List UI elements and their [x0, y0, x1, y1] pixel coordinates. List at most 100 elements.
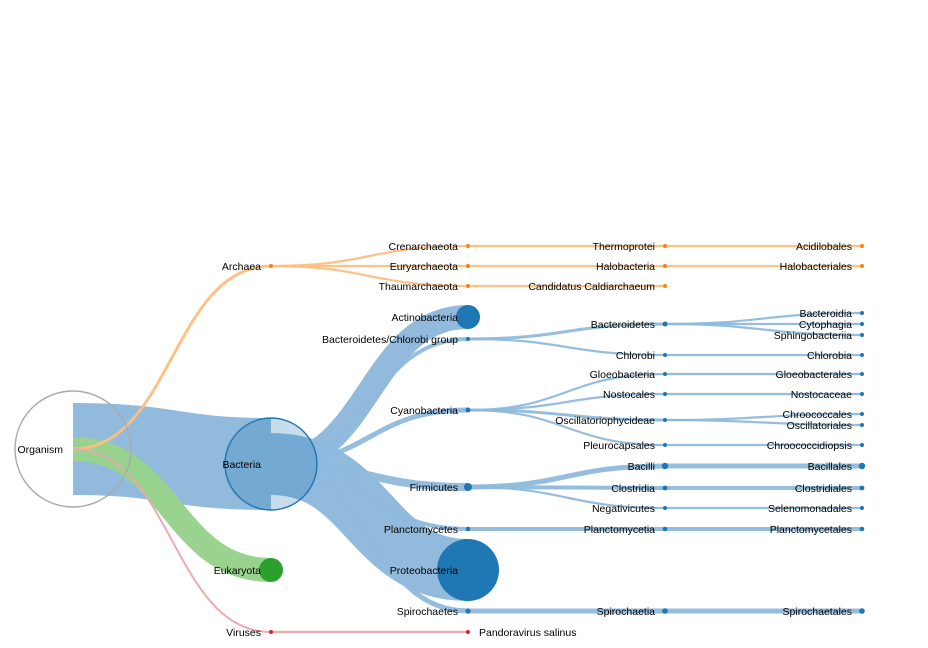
node-actinobacteria[interactable]	[456, 305, 480, 329]
label-cytophagia: Cytophagia	[799, 319, 852, 331]
label-pleurocapsales: Pleurocapsales	[583, 440, 655, 452]
label-halobacteria: Halobacteria	[596, 261, 655, 273]
label-gloeobacterales: Gloeobacterales	[776, 369, 852, 381]
label-bacteria: Bacteria	[222, 459, 261, 471]
label-acidilobales: Acidilobales	[796, 241, 852, 253]
link-sphingobacteriia	[664, 322, 863, 337]
node-nostocaceae[interactable]	[860, 392, 864, 396]
node-bacteroidetes[interactable]	[662, 321, 668, 327]
node-bacteroidia[interactable]	[860, 311, 864, 315]
tree-nodes	[14, 244, 866, 634]
node-thaumarchaeota[interactable]	[466, 284, 470, 288]
node-cytophagia[interactable]	[860, 322, 864, 326]
label-firmicutes: Firmicutes	[410, 482, 458, 494]
label-viruses: Viruses	[226, 627, 261, 639]
node-chlorobia[interactable]	[860, 353, 864, 357]
label-spirochaetia: Spirochaetia	[597, 606, 656, 618]
node-viruses[interactable]	[269, 630, 273, 634]
node-cyanobacteria[interactable]	[465, 407, 471, 413]
node-bacilli[interactable]	[661, 462, 669, 470]
label-planctomycetes: Planctomycetes	[384, 524, 458, 536]
label-chlorobia: Chlorobia	[807, 350, 852, 362]
node-halobacteriales[interactable]	[860, 264, 864, 268]
label-oscillatoriales: Oscillatoriales	[787, 420, 852, 432]
link-nostocales	[467, 392, 666, 412]
label-halobacteriales: Halobacteriales	[780, 261, 852, 273]
node-oscillatoriophycideae[interactable]	[663, 418, 667, 422]
node-sphingobacteriia[interactable]	[860, 333, 864, 337]
label-bacteroidetes: Bacteroidetes	[591, 319, 655, 331]
label-spirochaetales: Spirochaetales	[783, 606, 852, 618]
node-bacteria[interactable]	[224, 417, 318, 511]
label-gloeobacteria: Gloeobacteria	[590, 369, 656, 381]
node-planctomycetia[interactable]	[662, 526, 668, 532]
node-organism[interactable]	[14, 390, 132, 508]
tree-labels: Organism Archaea Crenarchaeota Thermoprotei…	[17, 241, 852, 639]
link-oscillatoriales	[664, 418, 863, 427]
label-archaea: Archaea	[222, 261, 261, 273]
label-planctomycetales: Planctomycetales	[770, 524, 852, 536]
node-chroococcales[interactable]	[860, 412, 864, 416]
label-bacilli: Bacilli	[628, 461, 655, 473]
node-bacteroidetes-chlorobi-group[interactable]	[466, 337, 470, 341]
label-bacillales: Bacillales	[808, 461, 852, 473]
label-spirochaetes: Spirochaetes	[397, 606, 458, 618]
node-eukaryota[interactable]	[259, 558, 283, 582]
label-organism: Organism	[17, 444, 63, 456]
node-pleurocapsales[interactable]	[663, 443, 667, 447]
node-halobacteria[interactable]	[663, 264, 667, 268]
tree-links	[72, 244, 863, 634]
link-archaea	[72, 264, 272, 451]
node-negativicutes[interactable]	[663, 506, 667, 510]
link-spirochaetes	[270, 461, 469, 614]
node-spirochaetia[interactable]	[662, 608, 668, 614]
label-crenarchaeota: Crenarchaeota	[389, 241, 459, 253]
node-thermoprotei[interactable]	[663, 244, 667, 248]
label-negativicutes: Negativicutes	[592, 503, 655, 515]
node-spirochaetes[interactable]	[465, 608, 471, 614]
label-eukaryota: Eukaryota	[214, 565, 261, 577]
label-euryarchaeota: Euryarchaeota	[390, 261, 458, 273]
label-oscillatoriophycideae: Oscillatoriophycideae	[555, 415, 655, 427]
node-clostridiales[interactable]	[859, 485, 865, 491]
node-oscillatoriales[interactable]	[860, 423, 864, 427]
label-proteobacteria: Proteobacteria	[390, 565, 458, 577]
node-spirochaetales[interactable]	[859, 608, 865, 614]
node-firmicutes[interactable]	[464, 483, 472, 491]
label-sphingobacteriia: Sphingobacteriia	[774, 330, 852, 342]
node-nostocales[interactable]	[663, 392, 667, 396]
node-bacillales[interactable]	[858, 462, 866, 470]
label-chlorobi: Chlorobi	[616, 350, 655, 362]
node-euryarchaeota[interactable]	[466, 264, 470, 268]
node-gloeobacteria[interactable]	[663, 372, 667, 376]
node-gloeobacterales[interactable]	[860, 372, 864, 376]
node-planctomycetales[interactable]	[859, 526, 865, 532]
link-thaumarchaeota	[270, 264, 469, 288]
node-clostridia[interactable]	[662, 485, 668, 491]
label-bacteroidia: Bacteroidia	[799, 308, 852, 320]
link-chlorobi	[467, 337, 666, 357]
label-chroococcales: Chroococcales	[783, 409, 852, 421]
label-pandoravirus-salinus: Pandoravirus salinus	[479, 627, 576, 639]
label-chroococcidiopsis: Chroococcidiopsis	[767, 440, 852, 452]
node-chlorobi[interactable]	[663, 353, 667, 357]
link-bacteroidetes	[467, 322, 666, 341]
node-acidilobales[interactable]	[860, 244, 864, 248]
node-proteobacteria[interactable]	[437, 539, 499, 601]
label-thaumarchaeota: Thaumarchaeota	[379, 281, 459, 293]
label-selenomonadales: Selenomonadales	[768, 503, 852, 515]
node-crenarchaeota[interactable]	[466, 244, 470, 248]
node-selenomonadales[interactable]	[860, 506, 864, 510]
label-thermoprotei: Thermoprotei	[593, 241, 655, 253]
node-pandoravirus-salinus[interactable]	[466, 630, 470, 634]
node-archaea[interactable]	[269, 264, 273, 268]
node-chroococcidiopsis[interactable]	[860, 443, 864, 447]
node-candidatus-caldiarchaeum[interactable]	[663, 284, 667, 288]
label-clostridia: Clostridia	[611, 483, 655, 495]
label-nostocaceae: Nostocaceae	[791, 389, 852, 401]
link-eukaryota	[72, 437, 272, 582]
link-bacteroidetes-chlorobi-group	[270, 337, 469, 466]
link-negativicutes	[467, 485, 666, 510]
node-planctomycetes[interactable]	[465, 526, 471, 532]
